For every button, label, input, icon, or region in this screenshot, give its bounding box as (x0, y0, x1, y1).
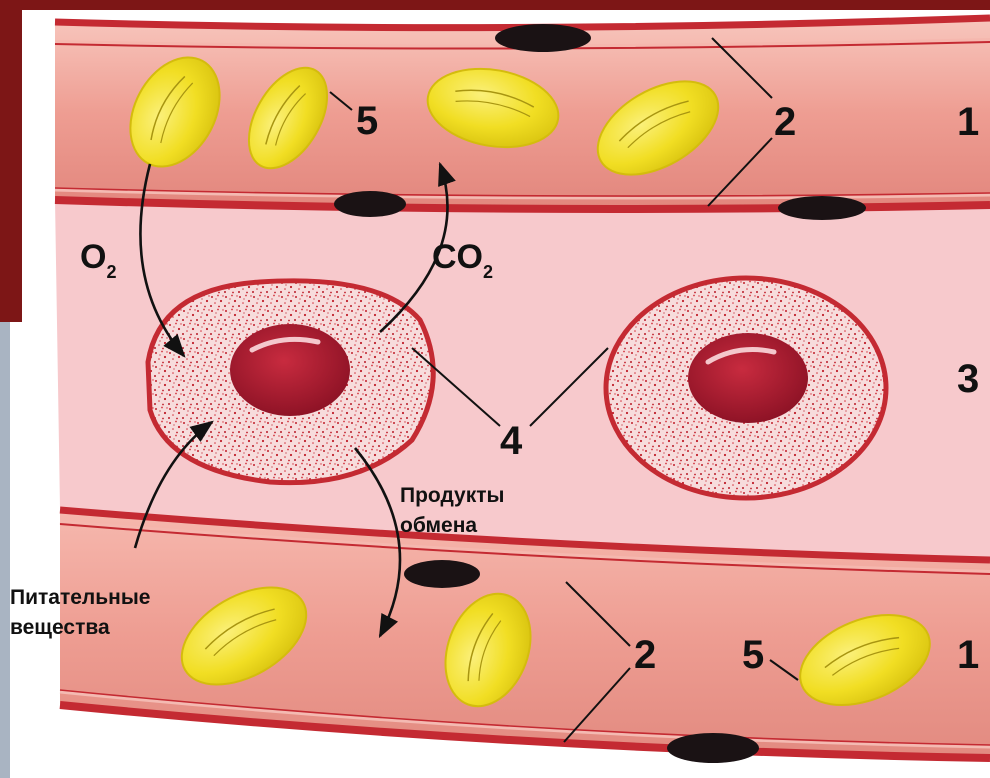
endothelial-nucleus (334, 191, 406, 217)
label-rbc-top: 5 (356, 99, 378, 143)
label-wall-bottom: 2 (634, 633, 656, 677)
label-nutrients-line2: вещества (10, 616, 110, 639)
tissue-cell-left (148, 281, 433, 483)
endothelial-nucleus (495, 24, 591, 52)
label-wall-top: 2 (774, 100, 796, 144)
label-lumen-bottom: 1 (957, 633, 979, 677)
label-products-line1: Продукты (400, 484, 504, 507)
label-products-line2: обмена (400, 514, 477, 537)
label-interstitial: 3 (957, 357, 979, 401)
label-rbc-bottom: 5 (742, 633, 764, 677)
endothelial-nucleus (667, 733, 759, 763)
label-nutrients-line1: Питательные (10, 586, 150, 609)
cell-nucleus (688, 333, 808, 423)
endothelial-nucleus (404, 560, 480, 588)
tissue-cell-right (606, 278, 886, 498)
label-lumen-top: 1 (957, 100, 979, 144)
endothelial-nucleus (778, 196, 866, 220)
label-tissue-cell: 4 (500, 419, 523, 463)
